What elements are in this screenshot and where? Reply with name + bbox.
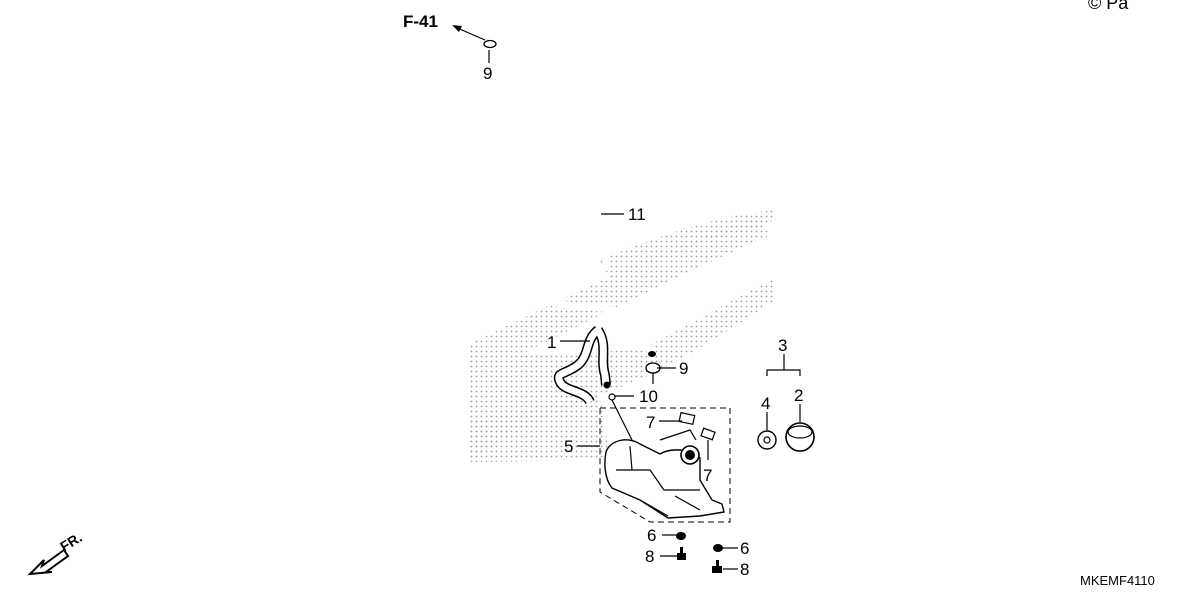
grommet-6-right xyxy=(713,544,723,552)
callout-7-right: 7 xyxy=(703,466,712,485)
reservoir-cap xyxy=(785,422,815,452)
callout-4: 4 xyxy=(761,394,770,413)
callout-6-right: 6 xyxy=(740,539,749,558)
callout-8-right: 8 xyxy=(740,560,749,579)
grommet-6-left xyxy=(676,532,686,540)
front-marker: FR. xyxy=(57,529,85,555)
callout-5: 5 xyxy=(564,437,573,456)
callout-8-left: 8 xyxy=(645,547,654,566)
short-hose xyxy=(553,326,611,405)
callout-10: 10 xyxy=(639,387,658,406)
fitting-10 xyxy=(603,381,633,441)
bolt-8-right xyxy=(712,560,722,573)
callout-7-top: 7 xyxy=(646,413,655,432)
callout-9-lower: 9 xyxy=(679,359,688,378)
washer xyxy=(757,430,777,450)
bolt-8-left xyxy=(677,547,686,560)
copyright-text: © Pa xyxy=(1088,0,1129,13)
callout-9-top: 9 xyxy=(483,64,492,83)
leader-lines xyxy=(488,50,801,570)
callout-11: 11 xyxy=(628,205,646,224)
drawing-code: MKEMF4110 xyxy=(1080,573,1155,588)
callout-6-left: 6 xyxy=(647,526,656,545)
front-arrow xyxy=(27,548,70,576)
watermark-wing-logo xyxy=(468,210,775,462)
callout-2: 2 xyxy=(794,386,803,405)
reference-label: F-41 xyxy=(403,12,438,31)
breather-tube xyxy=(483,39,654,353)
callout-1: 1 xyxy=(547,333,556,352)
callout-3: 3 xyxy=(778,336,787,355)
reference-arrow xyxy=(452,25,486,41)
assembly-box xyxy=(599,407,731,523)
reservoir-tank xyxy=(604,411,725,519)
